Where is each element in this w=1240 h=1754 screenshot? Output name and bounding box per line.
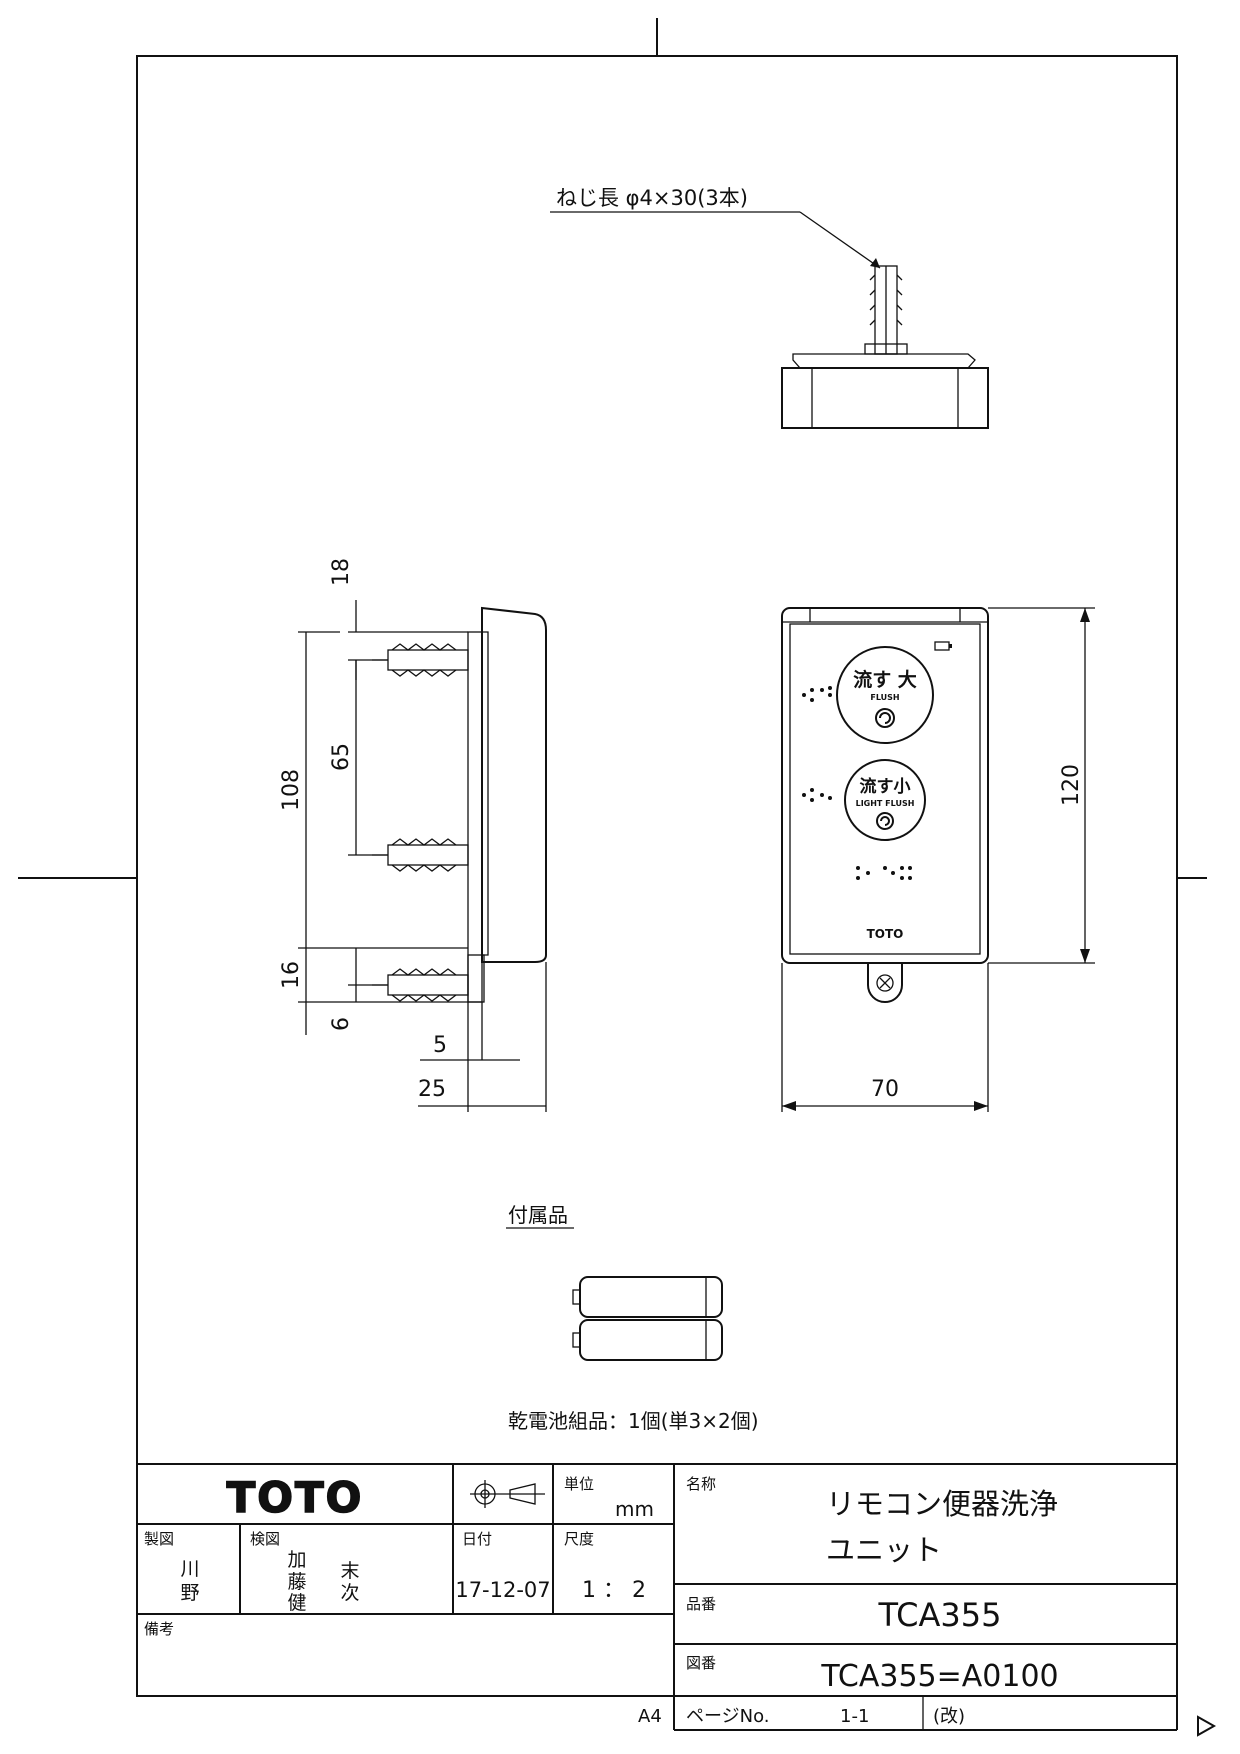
swirl-icon bbox=[876, 812, 894, 830]
scale-label: 尺度 bbox=[564, 1530, 594, 1548]
screw-head-icon bbox=[876, 974, 894, 992]
accessories: 付属品 乾電池組品：1個(単3×2個) bbox=[506, 1203, 759, 1433]
orientation-arrow-icon bbox=[1197, 1715, 1217, 1737]
battery-icon bbox=[934, 641, 950, 651]
product-name-line1: リモコン便器洗浄 bbox=[826, 1487, 1058, 1521]
flush-small-button[interactable]: 流す小 LIGHT FLUSH bbox=[844, 759, 926, 841]
front-view: 流す 大 FLUSH 流す小 LIGHT FLUSH TOTO bbox=[781, 607, 1095, 1112]
braille-dots-2 bbox=[802, 788, 832, 802]
drawing-number: TCA355=A0100 bbox=[820, 1659, 1058, 1694]
unit-label: 単位 bbox=[564, 1475, 594, 1493]
accessories-note: 乾電池組品：1個(単3×2個) bbox=[508, 1409, 759, 1433]
dim-6: 6 bbox=[329, 1017, 354, 1031]
braille-dots-1 bbox=[802, 686, 832, 702]
battery-2 bbox=[572, 1319, 723, 1361]
scale-value: 1 ： 2 bbox=[582, 1578, 646, 1603]
dim-5: 5 bbox=[433, 1033, 447, 1058]
flush-large-button[interactable]: 流す 大 FLUSH bbox=[836, 646, 934, 744]
remarks-label: 備考 bbox=[144, 1620, 174, 1638]
unit-body-top bbox=[781, 367, 989, 429]
checked-by-b2: 次 bbox=[340, 1582, 359, 1604]
battery-1 bbox=[572, 1276, 723, 1318]
dim-18: 18 bbox=[329, 558, 354, 586]
flush-large-label-jp: 流す 大 bbox=[853, 668, 917, 691]
flush-large-label-en: FLUSH bbox=[870, 693, 899, 702]
drawing-frame bbox=[136, 55, 1178, 1697]
dim-16: 16 bbox=[279, 961, 304, 989]
screw-note: ねじ長 φ4×30(3本) bbox=[556, 186, 748, 210]
accessories-title: 付属品 bbox=[508, 1203, 568, 1227]
company-logo: TOTO bbox=[227, 1473, 364, 1522]
dim-25: 25 bbox=[418, 1077, 446, 1102]
front-panel bbox=[789, 623, 981, 955]
flush-small-label-jp: 流す小 bbox=[860, 776, 911, 797]
checked-label: 検図 bbox=[250, 1530, 280, 1548]
drawn-by-1: 川 bbox=[180, 1558, 199, 1580]
page-number: 1-1 bbox=[840, 1706, 869, 1727]
checked-by-a2: 藤 bbox=[287, 1571, 306, 1593]
title-block bbox=[137, 1463, 1178, 1731]
unit-body-front bbox=[781, 607, 989, 964]
screw-tab bbox=[867, 963, 903, 1003]
swirl-icon bbox=[875, 708, 895, 728]
drawn-by-2: 野 bbox=[180, 1582, 199, 1604]
date-label: 日付 bbox=[462, 1530, 492, 1548]
drawing-no-label: 図番 bbox=[686, 1654, 716, 1672]
page-label: ページNo. bbox=[686, 1706, 770, 1727]
mounting-plate-top bbox=[792, 353, 976, 369]
top-view: ねじ長 φ4×30(3本) bbox=[550, 186, 989, 429]
part-label: 品番 bbox=[686, 1595, 716, 1613]
product-name-line2: ユニット bbox=[826, 1533, 942, 1567]
dim-120: 120 bbox=[1059, 764, 1084, 806]
date-value: 17-12-07 bbox=[455, 1578, 550, 1602]
projection-symbol-icon bbox=[470, 1480, 545, 1508]
flush-small-label-en: LIGHT FLUSH bbox=[856, 799, 915, 808]
revision-label: (改) bbox=[933, 1706, 965, 1727]
screw-anchor-top bbox=[864, 265, 908, 355]
paper-size: A4 bbox=[638, 1706, 662, 1727]
dim-65: 65 bbox=[329, 743, 354, 771]
name-label: 名称 bbox=[686, 1475, 716, 1493]
part-number: TCA355 bbox=[878, 1596, 1002, 1634]
side-view: 18 65 108 16 6 5 25 bbox=[279, 558, 547, 1112]
dim-70: 70 bbox=[871, 1077, 899, 1102]
front-toto-logo: TOTO bbox=[867, 927, 904, 941]
checked-by-b1: 末 bbox=[340, 1560, 359, 1582]
checked-by-a3: 健 bbox=[287, 1592, 306, 1614]
dim-108: 108 bbox=[279, 769, 304, 811]
braille-dots-3 bbox=[856, 866, 912, 880]
drawn-label: 製図 bbox=[144, 1530, 174, 1548]
unit-value: mm bbox=[615, 1497, 654, 1521]
checked-by-a1: 加 bbox=[287, 1549, 306, 1571]
